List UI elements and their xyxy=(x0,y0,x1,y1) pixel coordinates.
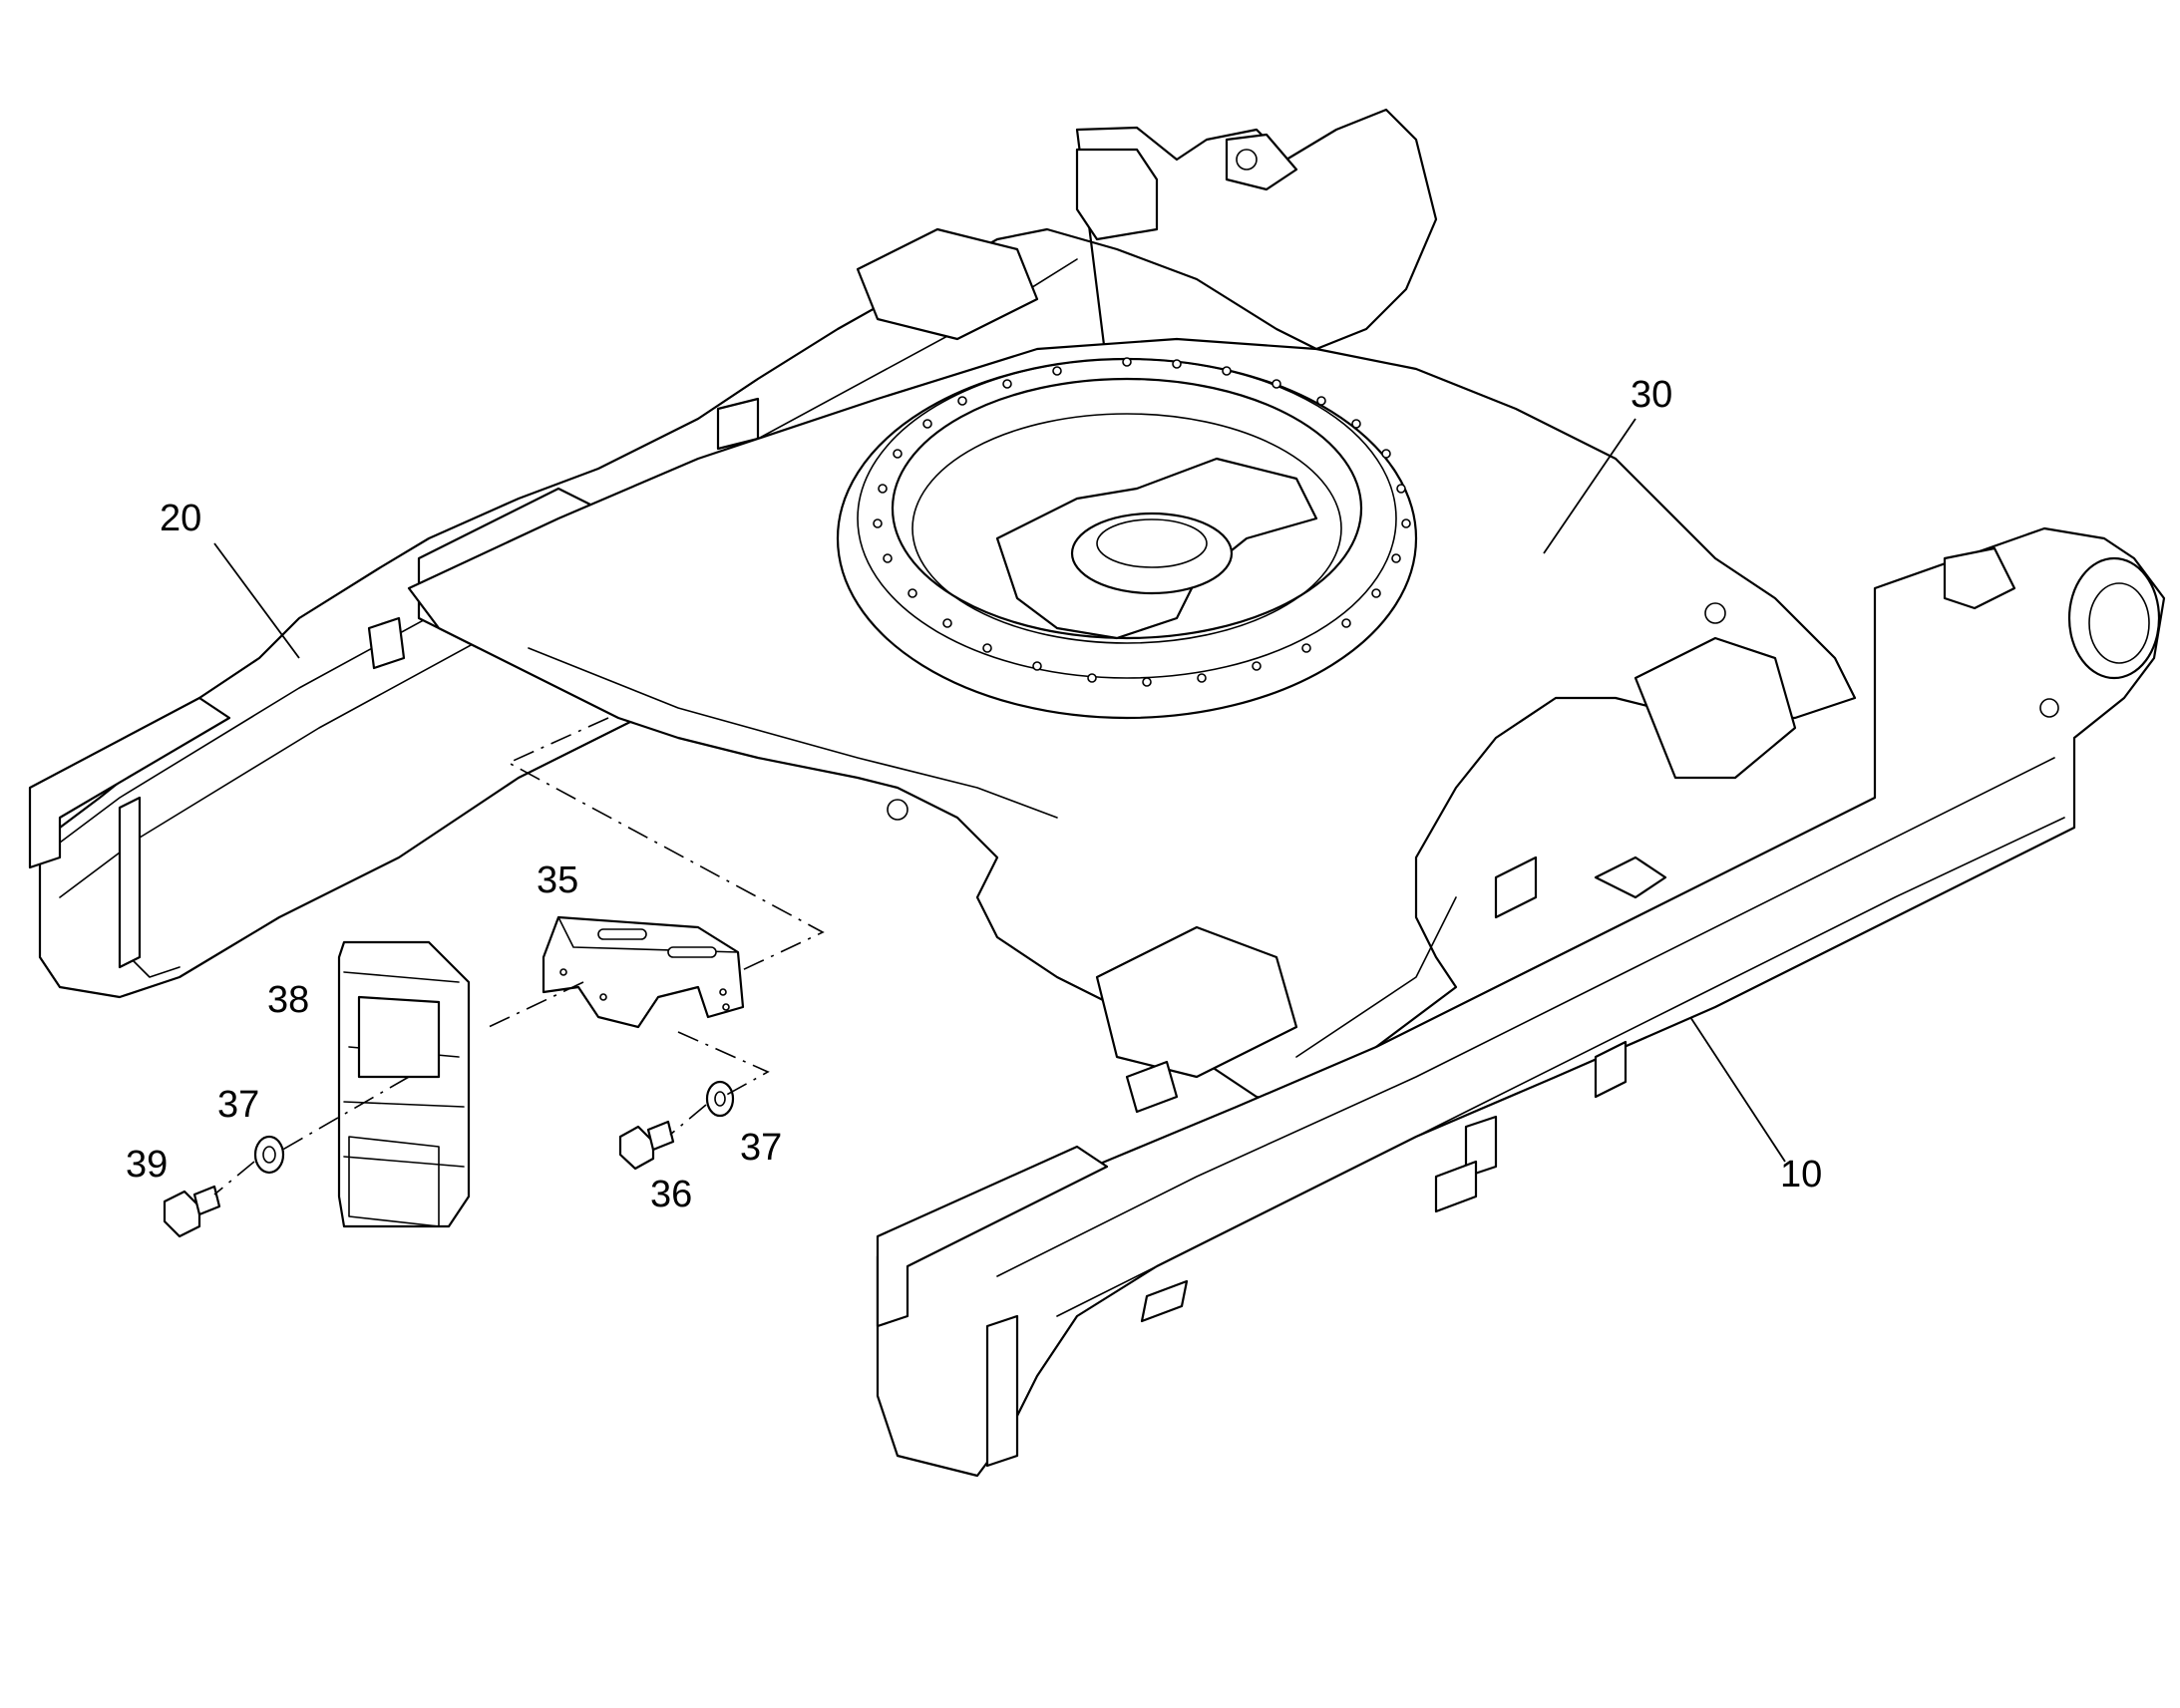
callout-20: 20 xyxy=(160,498,201,539)
bolt-39 xyxy=(163,1185,221,1238)
washer-37-left xyxy=(253,1135,285,1175)
callout-35: 35 xyxy=(537,859,578,901)
bracket-35 xyxy=(542,915,745,1029)
callout-37-left: 37 xyxy=(217,1084,259,1126)
ring-bolt-holes xyxy=(873,357,1411,687)
callout-39: 39 xyxy=(126,1144,168,1186)
center-frame xyxy=(407,337,1857,1109)
callout-36: 36 xyxy=(650,1174,692,1215)
leader-lines xyxy=(213,418,1786,1163)
right-track-frame xyxy=(876,526,2166,1478)
callout-37-right: 37 xyxy=(740,1127,782,1169)
callout-38: 38 xyxy=(267,979,309,1021)
callout-30: 30 xyxy=(1631,374,1672,416)
bolt-36 xyxy=(618,1120,675,1171)
assembly-lines xyxy=(213,717,825,1196)
callout-10: 10 xyxy=(1780,1154,1822,1196)
washer-37-right xyxy=(705,1080,735,1118)
step-38 xyxy=(337,940,471,1228)
swing-bearing-ring xyxy=(836,357,1418,720)
callout-labels: 10 20 30 35 36 37 37 38 39 xyxy=(126,374,1822,1215)
